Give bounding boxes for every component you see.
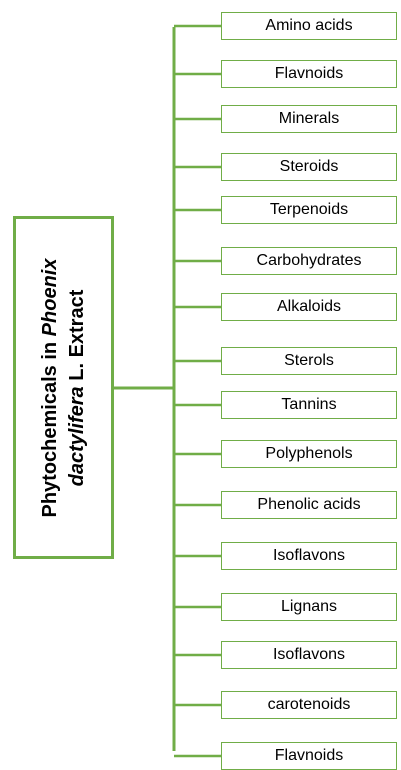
leaf-isoflavons: Isoflavons: [221, 542, 397, 570]
leaf-alkaloids: Alkaloids: [221, 293, 397, 321]
leaf-carotenoids: carotenoids: [221, 691, 397, 719]
leaf-minerals: Minerals: [221, 105, 397, 133]
leaf-lignans: Lignans: [221, 593, 397, 621]
leaf-phenolic-acids: Phenolic acids: [221, 491, 397, 519]
leaf-terpenoids: Terpenoids: [221, 196, 397, 224]
root-label: Phytochemicals in Phoenix dactylifera L.…: [37, 220, 91, 556]
root-node: Phytochemicals in Phoenix dactylifera L.…: [13, 216, 114, 559]
leaf-carbohydrates: Carbohydrates: [221, 247, 397, 275]
root-label-tail: L. Extract: [65, 289, 88, 381]
root-label-line1: Phytochemicals in: [38, 341, 61, 517]
leaf-steroids: Steroids: [221, 153, 397, 181]
root-label-species: dactylifera: [65, 385, 88, 486]
leaf-polyphenols: Polyphenols: [221, 440, 397, 468]
leaf-sterols: Sterols: [221, 347, 397, 375]
leaf-tannins: Tannins: [221, 391, 397, 419]
leaf-flavnoids: Flavnoids: [221, 60, 397, 88]
leaf-amino-acids: Amino acids: [221, 12, 397, 40]
branch-lines: [174, 24, 221, 758]
leaf-isoflavons-2: Isoflavons: [221, 641, 397, 669]
root-label-genus: Phoenix: [38, 258, 61, 336]
leaf-flavnoids-2: Flavnoids: [221, 742, 397, 770]
